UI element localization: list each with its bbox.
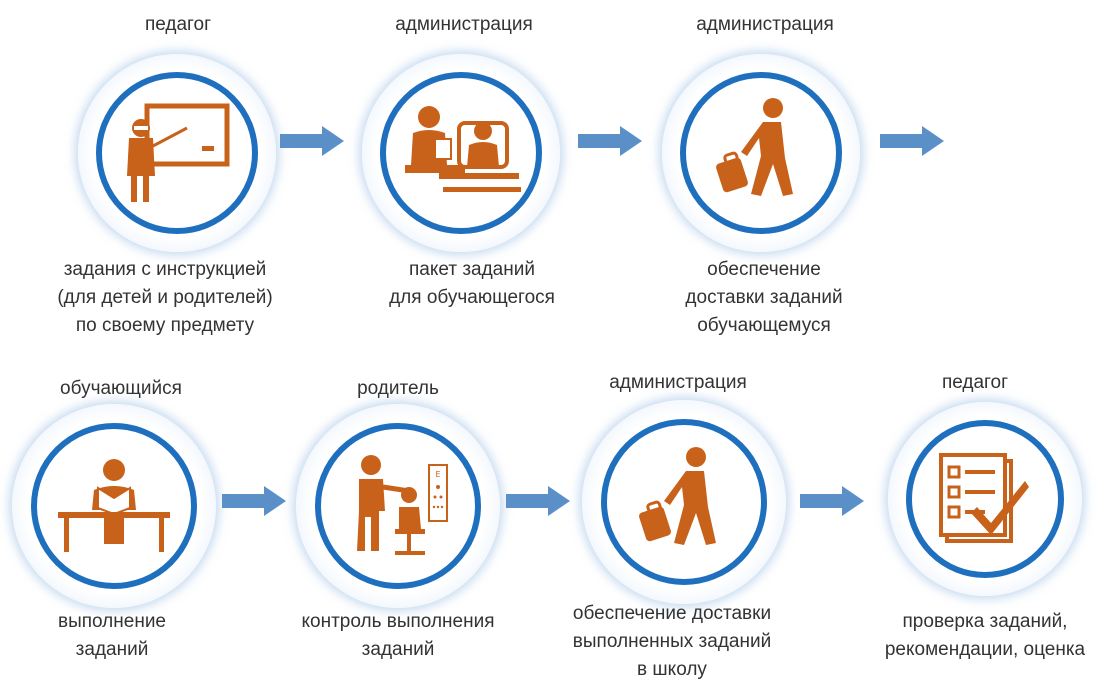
caption-line: проверка заданий,	[902, 611, 1068, 632]
caption-line: пакет заданий	[409, 259, 535, 280]
step-6-circle	[582, 400, 786, 604]
caption-line: выполнение	[57, 611, 167, 632]
student-reading-icon	[58, 459, 170, 552]
teacher-at-board-icon	[127, 103, 230, 202]
step-6-role: администрация	[609, 372, 747, 393]
step-4-circle	[12, 404, 216, 608]
caption-line: заданий	[75, 639, 149, 660]
admin-desk-icon	[405, 106, 521, 192]
caption-line: доставки заданий	[685, 287, 843, 308]
caption-line: обеспечение доставки	[572, 603, 772, 624]
arrow-right-icon	[880, 126, 944, 156]
caption-line: по своему предмету	[75, 315, 255, 336]
step-5-caption: контроль выполнения заданий	[302, 608, 495, 664]
arrow-right-icon	[222, 486, 286, 516]
parent-checking-icon: E	[357, 455, 448, 555]
step-6-caption: обеспечение доставки выполненных заданий…	[573, 600, 771, 684]
arrow-right-icon	[800, 486, 864, 516]
step-5-circle: E	[296, 404, 500, 608]
caption-line: обучающемуся	[697, 315, 831, 336]
step-4-caption: выполнение заданий	[58, 608, 166, 664]
caption-line: контроль выполнения	[301, 611, 495, 632]
walking-courier-icon	[639, 447, 716, 545]
checklist-icon	[939, 453, 1029, 543]
step-7-caption: проверка заданий, рекомендации, оценка	[885, 608, 1085, 664]
caption-line: (для детей и родителей)	[57, 287, 273, 308]
step-5-role: родитель	[357, 378, 439, 399]
arrow-right-icon	[280, 126, 344, 156]
arrow-right-icon	[578, 126, 642, 156]
caption-line: рекомендации, оценка	[884, 639, 1086, 660]
step-1-role: педагог	[144, 14, 212, 35]
caption-line: в школу	[637, 659, 707, 680]
step-2-caption: пакет заданий для обучающегося	[389, 256, 555, 312]
svg-text:E: E	[435, 470, 440, 479]
step-3-role: администрация	[696, 14, 834, 35]
step-2-circle	[362, 54, 560, 252]
arrow-right-icon	[506, 486, 570, 516]
step-1-caption: задания с инструкцией (для детей и родит…	[57, 256, 272, 340]
walking-courier-icon	[716, 98, 793, 196]
caption-line: заданий	[361, 639, 435, 660]
step-2-role: администрация	[395, 14, 533, 35]
step-1-circle	[78, 54, 276, 252]
step-3-caption: обеспечение доставки заданий обучающемус…	[685, 256, 842, 340]
step-4-role: обучающийся	[60, 378, 182, 399]
caption-line: для обучающегося	[389, 287, 555, 308]
caption-line: обеспечение	[707, 259, 821, 280]
step-7-circle	[888, 402, 1082, 596]
step-7-role: педагог	[941, 372, 1009, 393]
caption-line: задания с инструкцией	[63, 259, 267, 280]
step-3-circle	[662, 54, 860, 252]
caption-line: выполненных заданий	[572, 631, 772, 652]
